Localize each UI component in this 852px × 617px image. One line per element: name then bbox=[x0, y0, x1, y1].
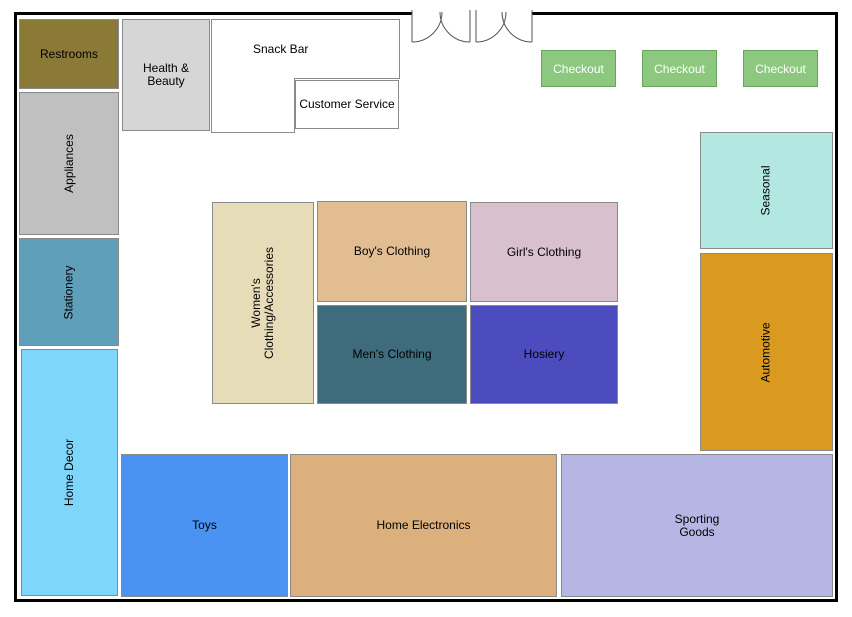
checkout-2: Checkout bbox=[642, 50, 717, 87]
dept-customer-service-label: Customer Service bbox=[299, 97, 395, 111]
dept-home-electronics-label: Home Electronics bbox=[376, 518, 471, 532]
dept-appliances: Appliances bbox=[19, 92, 119, 235]
dept-mens-clothing-label: Men's Clothing bbox=[352, 347, 432, 361]
dept-home-decor: Home Decor bbox=[21, 349, 118, 596]
dept-toys: Toys bbox=[121, 454, 288, 597]
dept-automotive-label: Automotive bbox=[759, 321, 773, 383]
dept-sporting-goods-label: Sporting Goods bbox=[674, 511, 720, 539]
dept-seasonal-label: Seasonal bbox=[758, 165, 773, 216]
dept-stationery: Stationery bbox=[19, 238, 119, 346]
dept-home-electronics: Home Electronics bbox=[290, 454, 557, 597]
entrance-doors bbox=[411, 10, 533, 43]
dept-sporting-goods: Sporting Goods bbox=[561, 454, 833, 597]
dept-restrooms-label: Restrooms bbox=[39, 46, 98, 61]
dept-hosiery-label: Hosiery bbox=[523, 347, 565, 361]
dept-stationery-label: Stationery bbox=[61, 264, 76, 320]
door-center-left-swing bbox=[439, 11, 471, 43]
dept-snack-bar-label: Snack Bar bbox=[253, 42, 309, 56]
dept-mens-clothing: Men's Clothing bbox=[317, 305, 467, 404]
dept-toys-label: Toys bbox=[192, 518, 217, 532]
dept-boys-clothing-label: Boy's Clothing bbox=[353, 244, 431, 258]
dept-automotive: Automotive bbox=[700, 253, 833, 451]
dept-boys-clothing: Boy's Clothing bbox=[317, 201, 467, 302]
dept-womens-clothing: Women's Clothing/Accessories bbox=[212, 202, 314, 404]
dept-customer-service: Customer Service bbox=[295, 80, 399, 129]
door-right-swing bbox=[501, 11, 533, 43]
entrance-gap bbox=[412, 10, 532, 16]
dept-womens-clothing-label: Women's Clothing/Accessories bbox=[249, 246, 276, 360]
dept-hosiery: Hosiery bbox=[470, 305, 618, 404]
dept-health-beauty-label: Health & Beauty bbox=[142, 61, 190, 88]
checkout-2-label: Checkout bbox=[654, 61, 705, 76]
dept-health-beauty: Health & Beauty bbox=[122, 19, 210, 131]
dept-girls-clothing-label: Girl's Clothing bbox=[506, 244, 582, 259]
dept-seasonal: Seasonal bbox=[700, 132, 833, 249]
dept-appliances-label: Appliances bbox=[61, 134, 76, 193]
door-center-right-swing bbox=[475, 11, 507, 43]
checkout-3: Checkout bbox=[743, 50, 818, 87]
dept-home-decor-label: Home Decor bbox=[61, 438, 76, 507]
dept-restrooms: Restrooms bbox=[19, 19, 119, 89]
checkout-3-label: Checkout bbox=[755, 61, 806, 76]
checkout-1-label: Checkout bbox=[553, 61, 604, 76]
dept-girls-clothing: Girl's Clothing bbox=[470, 202, 618, 302]
dept-snack-bar-outline bbox=[211, 19, 400, 133]
checkout-1: Checkout bbox=[541, 50, 616, 87]
door-left-swing bbox=[411, 11, 443, 43]
